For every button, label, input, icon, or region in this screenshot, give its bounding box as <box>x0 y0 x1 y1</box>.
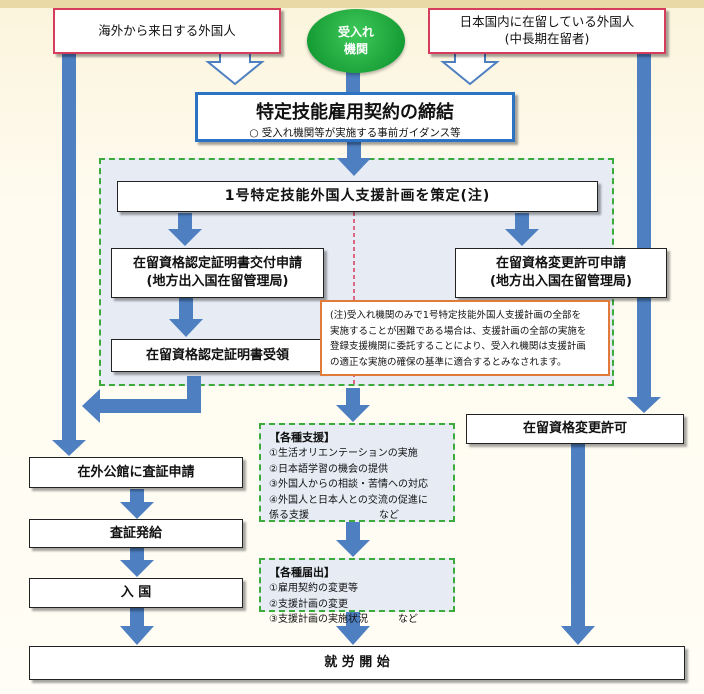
accepting-org-line-2: 機関 <box>343 42 368 56</box>
support-item: ①生活オリエンテーションの実施 <box>269 448 418 460</box>
various-support-box: 【各種支援】 ①生活オリエンテーションの実施 ②日本語学習の機会の提供 ③外国人… <box>259 423 455 522</box>
note-line-3: 登録支援機関に委託することにより、受入れ機関は支援計画 <box>330 341 586 353</box>
notification-item: ③支援計画の実施状況 など <box>269 614 418 626</box>
entry-label: 入 国 <box>120 585 152 601</box>
notification-item: ②支援計画の変更 <box>269 598 348 610</box>
support-plan-note: (注)受入れ機関のみで1号特定技能外国人支援計画の全部を 実施することが困難であ… <box>320 300 610 376</box>
support-item: 係る支援 など <box>269 510 399 522</box>
status-change-application-label: 在留資格変更許可申請 <box>495 256 626 272</box>
receipt-to-left-arrow <box>82 376 201 423</box>
plan-to-left-application-arrow <box>168 213 202 246</box>
employment-contract-box: 特定技能雇用契約の締結 ○ 受入れ機関等が実施する事前ガイダンス等 <box>195 92 515 142</box>
status-change-permit-label: 在留資格変更許可 <box>522 421 627 437</box>
hollow-arrow-left <box>205 49 265 86</box>
overseas-foreigner-box: 海外から来日する外国人 <box>53 8 281 54</box>
visa-issue-box: 査証発給 <box>29 519 243 548</box>
issue-to-entry-arrow <box>120 547 154 577</box>
visa-application-label: 在外公館に査証申請 <box>77 464 195 480</box>
coe-application-office: (地方出入国在留管理局) <box>146 274 289 289</box>
application-to-receipt-arrow <box>169 298 203 337</box>
entry-to-start-arrow <box>120 608 154 645</box>
overseas-foreigner-label: 海外から来日する外国人 <box>98 22 236 38</box>
top-decorative-band <box>0 0 704 8</box>
support-title: 【各種支援】 <box>269 431 335 444</box>
accepting-org-badge: 受入れ 機関 <box>307 9 405 73</box>
notification-item: ①雇用契約の変更等 <box>269 583 358 595</box>
support-plan-title: 1号特定技能外国人支援計画を策定(注) <box>224 188 491 205</box>
coe-receipt-label: 在留資格認定証明書受領 <box>145 347 289 363</box>
status-change-application-box: 在留資格変更許可申請 (地方出入国在留管理局) <box>455 248 667 298</box>
contract-to-plan-arrow <box>337 142 371 176</box>
coe-application-label: 在留資格認定証明書交付申請 <box>132 256 302 272</box>
support-item: ②日本語学習の機会の提供 <box>269 463 388 475</box>
accept-to-contract-arrow <box>346 70 360 92</box>
region-to-support-arrow <box>336 388 370 422</box>
hollow-arrow-right <box>440 49 500 86</box>
resident-foreigner-sublabel: (中長期在留者) <box>504 31 590 46</box>
support-to-notifications-arrow <box>336 522 370 557</box>
left-long-arrow <box>52 50 86 456</box>
note-line-4: の適正な実施の確保の基準に適合するとみなされます。 <box>330 357 567 369</box>
notifications-title: 【各種届出】 <box>269 566 335 579</box>
visa-issue-label: 査証発給 <box>109 525 162 541</box>
right-long-arrow <box>627 50 661 413</box>
resident-foreigner-label: 日本国内に在留している外国人 <box>459 14 635 30</box>
coe-application-box: 在留資格認定証明書交付申請 (地方出入国在留管理局) <box>111 248 324 298</box>
contract-title: 特定技能雇用契約の締結 <box>256 102 454 123</box>
plan-to-right-application-arrow <box>505 213 539 246</box>
visa-application-to-issue-arrow <box>120 489 154 519</box>
support-item: ③外国人からの相談・苦情への対応 <box>269 479 428 491</box>
permit-to-start-arrow <box>561 444 595 645</box>
accepting-org-line-1: 受入れ <box>337 25 374 40</box>
notifications-to-start-arrow <box>336 611 370 645</box>
status-change-permit-box: 在留資格変更許可 <box>466 414 684 444</box>
start-work-label: 就 労 開 始 <box>324 655 390 671</box>
visa-application-box: 在外公館に査証申請 <box>29 457 243 488</box>
note-line-1: (注)受入れ機関のみで1号特定技能外国人支援計画の全部を <box>330 310 581 321</box>
support-plan-box: 1号特定技能外国人支援計画を策定(注) <box>117 181 598 212</box>
entry-box: 入 国 <box>29 578 243 608</box>
coe-receipt-box: 在留資格認定証明書受領 <box>111 339 324 372</box>
status-change-application-office: (地方出入国在留管理局) <box>490 274 632 289</box>
contract-subtitle: ○ 受入れ機関等が実施する事前ガイダンス等 <box>249 127 461 139</box>
note-line-2: 実施することが困難である場合は、支援計画の全部の実施を <box>330 325 587 337</box>
resident-foreigner-box: 日本国内に在留している外国人 (中長期在留者) <box>428 8 666 54</box>
start-work-box: 就 労 開 始 <box>29 646 685 680</box>
various-notifications-box: 【各種届出】 ①雇用契約の変更等 ②支援計画の変更 ③支援計画の実施状況 など <box>259 558 455 625</box>
support-item: ④外国人と日本人との交流の促進に <box>269 494 428 506</box>
